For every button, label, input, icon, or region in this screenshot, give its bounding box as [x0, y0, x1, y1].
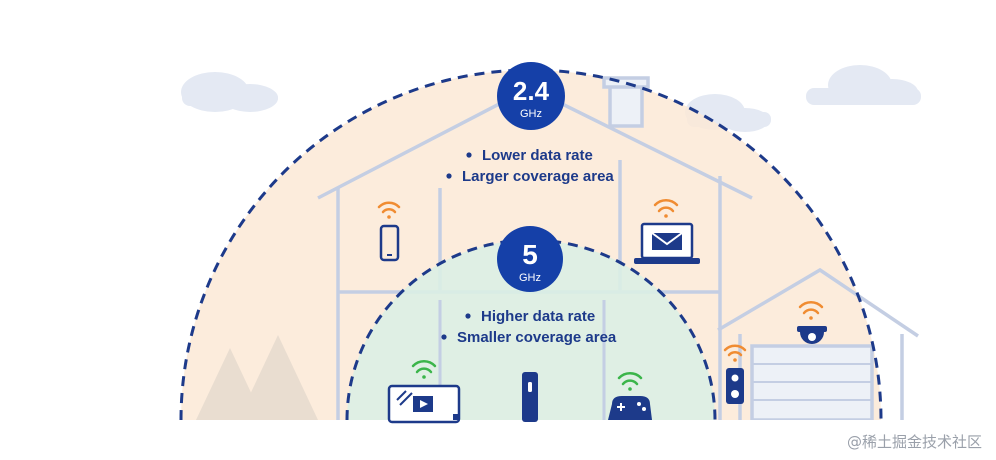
wifi-signal-icon: [411, 359, 437, 379]
game-controller-device: [608, 371, 652, 420]
router-icon: [522, 372, 538, 422]
inner-bullet-1: Higher data rate: [481, 308, 595, 325]
badge-5ghz-value: 5: [522, 239, 538, 270]
wifi-signal-icon: [617, 371, 643, 391]
doorbell-icon: [726, 368, 744, 404]
watermark: @稀土掘金技术社区: [846, 433, 982, 451]
inner-bullet-list: Higher data rate Smaller coverage area: [441, 308, 617, 346]
inner-bullet-2: Smaller coverage area: [457, 329, 617, 346]
smartphone-icon: [379, 224, 400, 262]
garage-outline: [717, 267, 919, 422]
laptop-device: [634, 198, 700, 264]
cloud-left: [181, 72, 278, 112]
outer-bullet-1: Lower data rate: [482, 147, 593, 164]
smartphone-device: [377, 201, 401, 262]
cloud-right: [806, 65, 921, 105]
badge-5ghz-unit: GHz: [519, 272, 541, 284]
inner-coverage-boundary: [345, 238, 717, 421]
wifi-signal-icon: [377, 201, 401, 219]
wifi-signal-icon: [653, 198, 679, 218]
smart-tv-icon: [387, 384, 461, 424]
badge-2-4ghz: 2.4 GHz: [497, 62, 565, 130]
bottom-strip: [0, 420, 996, 460]
wifi-signal-icon: [723, 344, 747, 362]
router-device: [522, 372, 538, 422]
wifi-signal-icon: [798, 300, 824, 320]
badge-2-4ghz-value: 2.4: [513, 76, 550, 106]
outer-bullet-2: Larger coverage area: [462, 168, 614, 185]
game-controller-icon: [608, 396, 652, 420]
smart-tv-device: [387, 359, 461, 424]
security-camera-icon: [797, 326, 827, 344]
doorbell-device: [723, 344, 747, 404]
trees: [196, 335, 318, 420]
laptop-mail-icon: [634, 222, 700, 264]
outer-bullet-list: Lower data rate Larger coverage area: [446, 147, 614, 185]
security-camera-device: [797, 300, 827, 344]
badge-5ghz: 5 GHz: [497, 226, 563, 292]
badge-2-4ghz-unit: GHz: [520, 108, 542, 120]
